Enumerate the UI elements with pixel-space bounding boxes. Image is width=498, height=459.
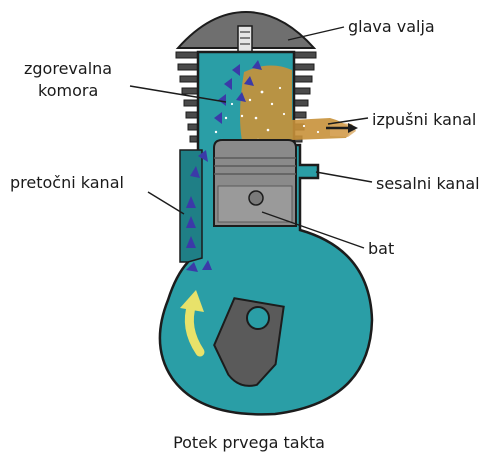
spark-plug-icon <box>238 26 252 52</box>
piston <box>214 140 296 226</box>
label-transfer-port: pretočni kanal <box>10 173 124 192</box>
label-exhaust-port: izpušni kanal <box>372 110 476 129</box>
label-combustion-chamber-1: zgorevalna <box>24 59 112 78</box>
label-cylinder-head: glava valja <box>348 17 435 36</box>
label-intake-port: sesalni kanal <box>376 174 480 193</box>
label-combustion-chamber-2: komora <box>38 81 98 100</box>
cylinder-head <box>178 12 314 52</box>
figure-caption: Potek prvega takta <box>173 433 325 452</box>
label-piston: bat <box>368 239 394 258</box>
